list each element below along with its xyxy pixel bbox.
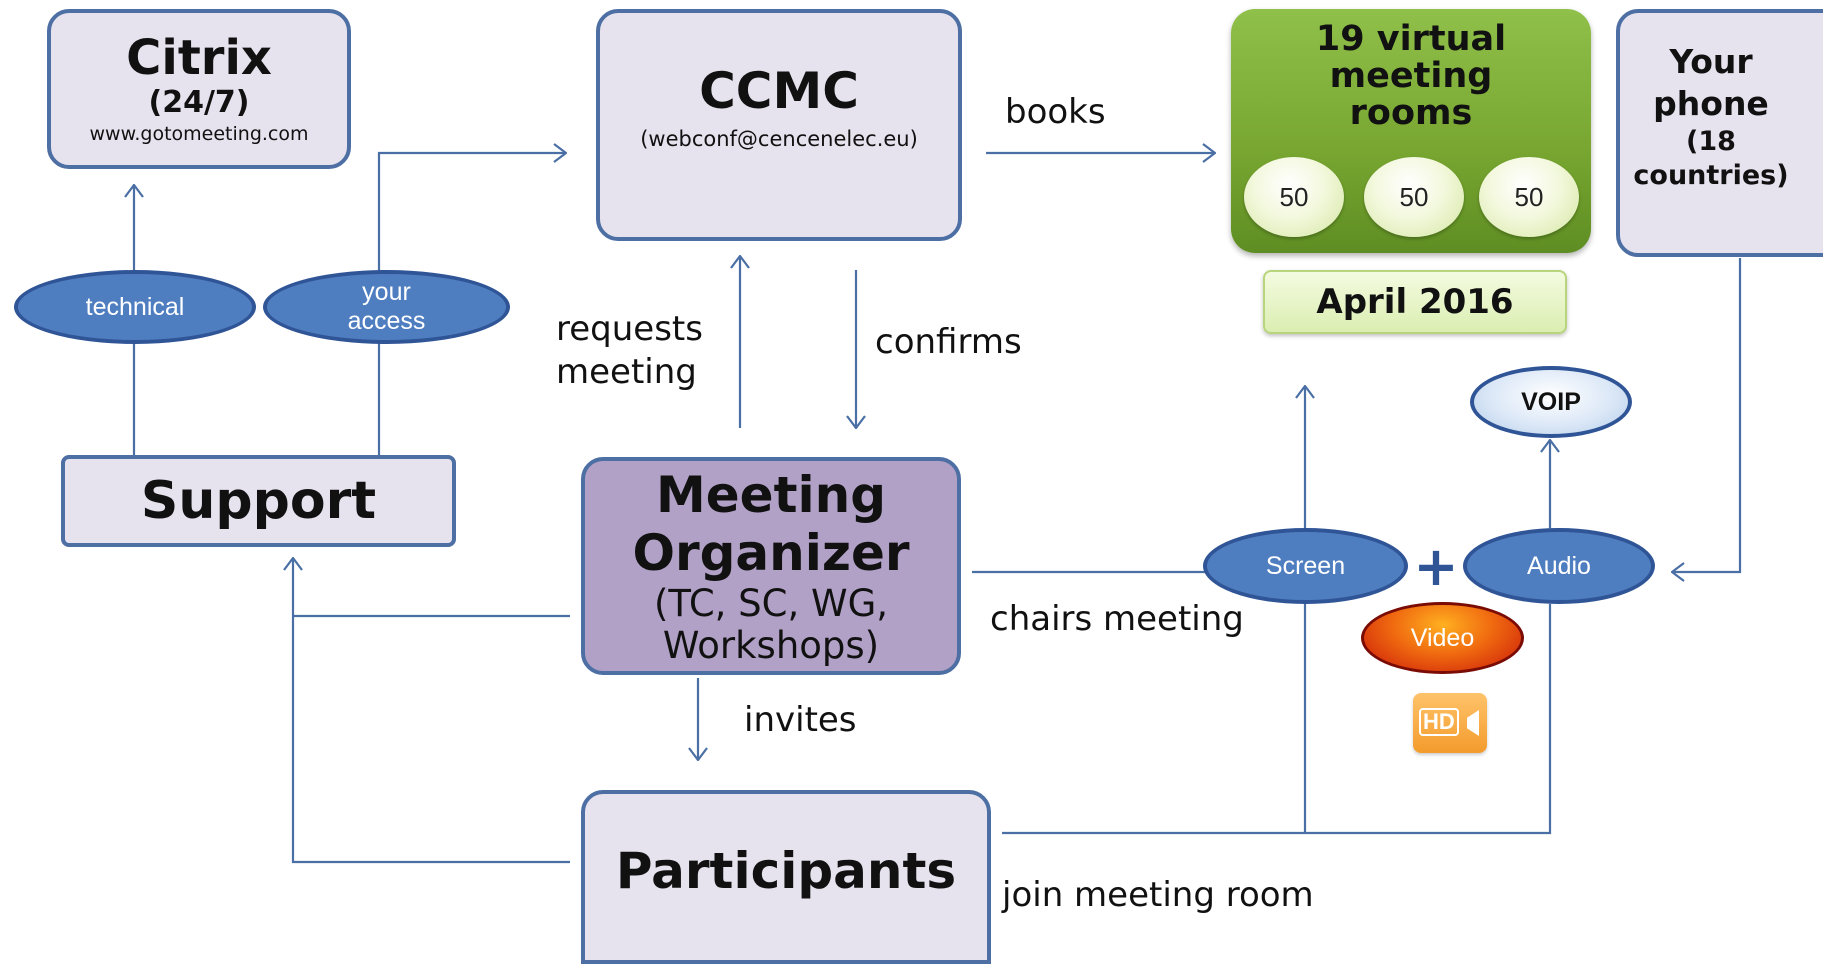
- join-line: [1002, 604, 1552, 835]
- rooms-line2: meeting: [1329, 55, 1493, 96]
- support-title: Support: [140, 470, 377, 531]
- phone-line3: (18: [1686, 126, 1736, 157]
- access-label-2: access: [347, 307, 426, 335]
- rooms-date: April 2016: [1316, 282, 1514, 322]
- hd-camera-icon: HD: [1413, 693, 1487, 753]
- camera-lens-icon: [1467, 710, 1479, 736]
- rooms-line1: 19 virtual: [1315, 19, 1507, 59]
- organizer-line3: (TC, SC, WG,: [653, 582, 889, 625]
- rooms-line3: rooms: [1349, 92, 1473, 133]
- room-capacity-1: 50: [1244, 157, 1344, 237]
- ccmc-box: CCMC (webconf@cencenelec.eu): [596, 9, 962, 241]
- confirms-label: confirms: [875, 322, 1022, 362]
- requests-label-1: requests: [556, 309, 703, 349]
- rooms-date-box: April 2016: [1263, 270, 1567, 334]
- citrix-hours: (24/7): [148, 85, 250, 121]
- chairs-label: chairs meeting: [990, 599, 1244, 639]
- requests-label: requests meeting: [556, 308, 703, 394]
- room-capacity-2: 50: [1364, 157, 1464, 237]
- organizer-box: Meeting Organizer (TC, SC, WG, Workshops…: [581, 457, 961, 675]
- voip-ellipse: VOIP: [1470, 366, 1632, 438]
- audio-label: Audio: [1527, 551, 1591, 580]
- ccmc-title: CCMC: [699, 62, 859, 120]
- citrix-url: www.gotomeeting.com: [89, 122, 309, 145]
- organizer-line4: Workshops): [662, 624, 880, 667]
- screen-ellipse: Screen: [1203, 528, 1408, 604]
- phone-line4: countries): [1633, 160, 1789, 191]
- support-box: Support: [61, 455, 456, 547]
- technical-ellipse: technical: [14, 270, 256, 344]
- screen-label: Screen: [1265, 551, 1346, 580]
- audio-ellipse: Audio: [1463, 528, 1655, 604]
- phone-box: Your phone (18 countries): [1616, 9, 1823, 257]
- citrix-box: Citrix (24/7) www.gotomeeting.com: [47, 9, 351, 169]
- video-label: Video: [1410, 623, 1475, 652]
- phone-line2: phone: [1653, 84, 1769, 123]
- citrix-title: Citrix: [126, 30, 272, 87]
- invites-label: invites: [744, 700, 857, 740]
- participants-title: Participants: [615, 841, 957, 900]
- access-arrow: [377, 153, 566, 455]
- organizer-line1: Meeting: [655, 466, 886, 524]
- access-label-1: your: [362, 278, 411, 306]
- ccmc-email: (webconf@cencenelec.eu): [640, 126, 918, 151]
- hd-label: HD: [1419, 708, 1459, 736]
- participants-box: Participants: [581, 790, 991, 964]
- room-capacity-3: 50: [1479, 157, 1579, 237]
- technical-label: technical: [85, 292, 185, 321]
- video-ellipse: Video: [1361, 602, 1524, 674]
- participants-support-arrow: [293, 558, 570, 864]
- phone-audio-arrow: [1672, 258, 1742, 572]
- access-ellipse: your access: [263, 270, 510, 344]
- organizer-line2: Organizer: [632, 524, 910, 582]
- requests-label-2: meeting: [556, 352, 697, 392]
- books-label: books: [1005, 92, 1106, 132]
- phone-line1: Your: [1669, 42, 1753, 81]
- voip-label: VOIP: [1521, 387, 1581, 416]
- join-label: join meeting room: [1002, 875, 1314, 915]
- plus-icon: +: [1413, 534, 1459, 598]
